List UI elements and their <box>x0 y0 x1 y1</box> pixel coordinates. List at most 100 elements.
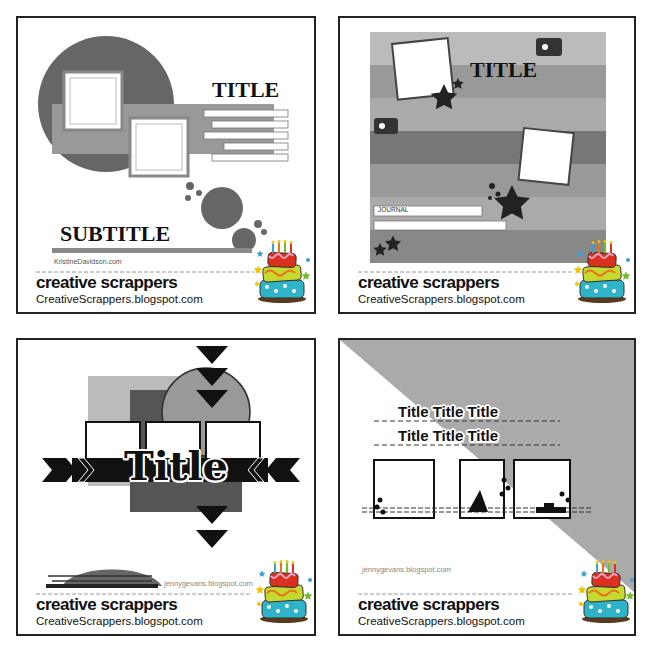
sketch-three-part <box>266 458 300 482</box>
sketch-four-part <box>358 594 572 595</box>
sketch-four-part <box>502 478 507 483</box>
sketch-three-part <box>196 390 228 408</box>
subtitle-text: SUBTITLE <box>60 222 170 246</box>
sketch-four-part <box>514 460 570 518</box>
sketch-three-part <box>248 458 264 482</box>
sketch-one-part <box>204 110 288 117</box>
sketch-four-part <box>578 560 635 623</box>
sketch-two-part <box>385 236 401 251</box>
sketch-one-part <box>212 154 288 161</box>
title-text: TITLE <box>212 78 279 102</box>
sketch-two <box>358 32 630 303</box>
sketch-four-part <box>560 492 565 497</box>
sketch-one-part <box>64 72 122 130</box>
brand-url: CreativeScrappers.blogspot.com <box>36 615 203 628</box>
sketch-panel: TITLE JOURNAL creative scrappersCreativeSc… <box>338 16 636 314</box>
sketch-four-part <box>460 460 504 518</box>
sketch-two-part <box>431 84 458 109</box>
sketch-two-part <box>494 185 530 219</box>
title-text: Title Title Title <box>398 404 498 421</box>
sketch-four-part <box>340 340 634 592</box>
sketch-one-part <box>204 132 288 139</box>
sketch-two-part <box>452 78 463 89</box>
sketch-two-part <box>542 44 548 50</box>
sketch-two-part <box>379 123 385 129</box>
sketch-one-part <box>254 220 262 228</box>
sketch-four-part <box>544 503 554 508</box>
sketch-two-part <box>374 221 506 230</box>
sketch-three-part <box>36 594 250 595</box>
designer-credit: KristineDavidson.com <box>54 258 122 266</box>
sketch-three-part <box>196 506 228 524</box>
sketch-three-part <box>48 575 152 577</box>
sketch-four-part <box>381 510 386 515</box>
sketch-two-part <box>536 38 562 56</box>
brand-name: creative scrappers <box>358 274 499 293</box>
sketch-one-part <box>36 272 254 273</box>
sketch-two-part <box>496 192 501 197</box>
sketch-four-part <box>468 490 488 512</box>
sketch-two-part <box>574 240 631 303</box>
sketch-one-part <box>52 248 252 253</box>
sketch-three-part <box>256 560 313 623</box>
designer-credit: jennygevans.blogspot.com <box>362 566 451 574</box>
title-text: Title Title Title <box>398 428 498 445</box>
sketch-one-part <box>70 78 116 124</box>
brand-url: CreativeScrappers.blogspot.com <box>358 615 525 628</box>
sketch-three-part <box>46 584 158 588</box>
sketch-one-part <box>261 229 267 235</box>
sketch-three <box>36 346 312 623</box>
sketch-two-part <box>374 206 482 216</box>
sketch-one-part <box>196 190 202 196</box>
sketch-one-part <box>185 195 191 201</box>
title-text: Title <box>124 444 228 488</box>
sketch-three-part <box>196 530 228 548</box>
sketch-one-part <box>201 187 243 229</box>
brand-url: CreativeScrappers.blogspot.com <box>358 293 525 306</box>
sketch-four-part <box>374 445 560 446</box>
sketch-two-part <box>374 118 398 134</box>
sketch-one-part <box>254 240 311 303</box>
sketch-two-part <box>489 183 495 189</box>
sketch-panel: Title jennygevans.blogspot.com creative sc… <box>16 338 316 636</box>
sketch-one-part <box>212 121 288 128</box>
journal-label: JOURNAL <box>378 206 408 213</box>
sketch-two-part <box>373 243 386 256</box>
sketch-one-part <box>130 118 188 176</box>
sketch-two-part <box>370 230 606 263</box>
sketch-one-part <box>224 143 288 150</box>
sketch-two-part <box>519 128 574 185</box>
sketch-one <box>36 36 310 303</box>
sketch-four-part <box>375 505 380 510</box>
sketch-four-part <box>374 421 560 422</box>
brand-url: CreativeScrappers.blogspot.com <box>36 293 203 306</box>
sketch-four-part <box>500 492 505 497</box>
sketch-one-part <box>136 124 182 170</box>
sketch-two-part <box>358 272 572 273</box>
sketch-three-part <box>42 458 76 482</box>
sketch-three-part <box>62 570 162 587</box>
title-text: TITLE <box>470 58 537 82</box>
brand-name: creative scrappers <box>36 596 177 615</box>
sketch-four-part <box>378 498 383 503</box>
sketch-two-part-part <box>519 128 574 185</box>
designer-credit: jennygevans.blogspot.com <box>164 580 253 588</box>
sketch-two-part <box>488 196 492 200</box>
sketch-two-part <box>370 98 606 131</box>
sketch-panel: Title Title TitleTitle Title Titlejennyg… <box>338 338 636 636</box>
sketch-two-part <box>370 197 606 230</box>
sketch-three-part <box>78 458 94 482</box>
sketch-three-part <box>52 580 152 582</box>
sketch-four-part <box>566 498 571 503</box>
sketch-panel: TITLE SUBTITLE KristineDavidson.com creativ… <box>16 16 316 314</box>
sketch-one-part <box>186 182 194 190</box>
sketch-four-part <box>374 460 434 518</box>
sketch-four <box>340 340 634 623</box>
sketch-three-part <box>196 346 228 364</box>
sketch-three-part <box>196 368 228 386</box>
brand-name: creative scrappers <box>36 274 177 293</box>
brand-name: creative scrappers <box>358 596 499 615</box>
sketch-four-part <box>506 486 511 491</box>
